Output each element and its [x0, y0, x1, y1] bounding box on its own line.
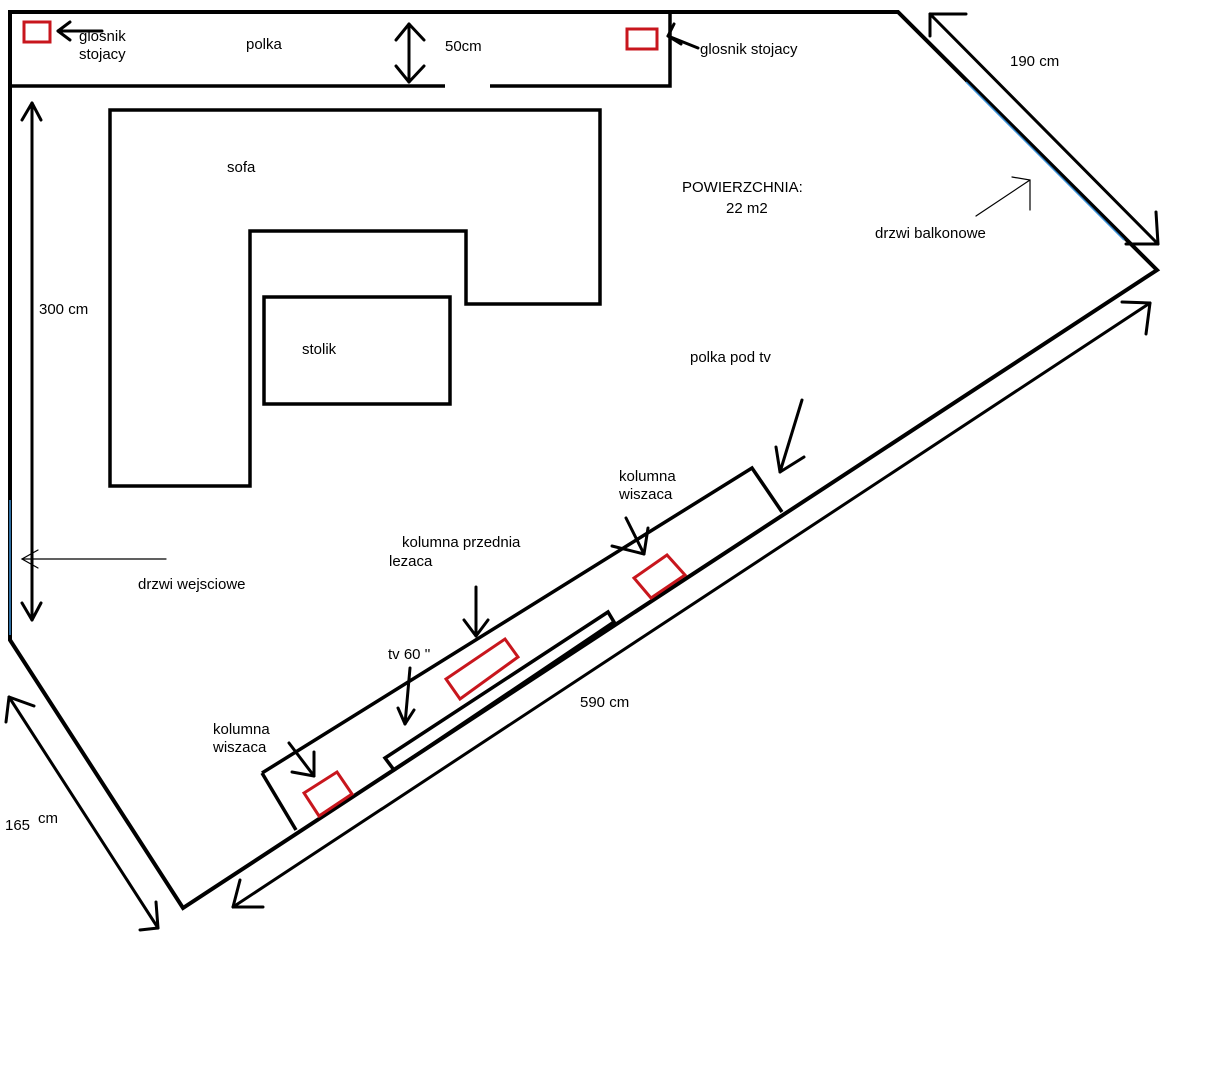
- pointer-hanging-column-left: [287, 741, 316, 778]
- tv-outline: [382, 609, 617, 773]
- pointer-speaker-right: [666, 22, 700, 50]
- speaker-hanging-left: [301, 769, 355, 819]
- pointer-entrance-door: [20, 549, 167, 569]
- label-left-wall: 300 cm: [39, 301, 88, 318]
- dimension-50cm-arrow: [394, 22, 426, 84]
- speaker-hanging-right: [631, 553, 688, 600]
- label-speaker-right: glosnik stojacy: [700, 41, 798, 58]
- label-tv-shelf: polka pod tv: [690, 349, 771, 366]
- coffee-table: [262, 295, 452, 406]
- label-short-wall-number: 165: [5, 817, 30, 834]
- pointer-hanging-column-right: [610, 516, 650, 556]
- dimension-590cm-arrow: [231, 300, 1152, 909]
- label-hanging-column-left-1: kolumna: [213, 721, 270, 738]
- label-coffee-table: stolik: [302, 341, 337, 358]
- speaker-left: [22, 20, 52, 44]
- room-walls: [8, 10, 1161, 911]
- pointer-tv-shelf: [774, 398, 806, 474]
- label-sofa: sofa: [227, 159, 256, 176]
- sofa-outline: [108, 108, 602, 488]
- pointer-speaker-left: [56, 20, 104, 42]
- label-hanging-column-left-2: wiszaca: [212, 739, 267, 756]
- label-hanging-column-right-2: wiszaca: [618, 486, 673, 503]
- speaker-front-lying: [443, 636, 521, 702]
- dimension-300cm-arrow: [20, 101, 43, 622]
- label-area-value: 22 m2: [726, 200, 768, 217]
- shelf-outline: [10, 10, 672, 88]
- label-long-wall: 590 cm: [580, 694, 629, 711]
- label-balcony-width: 190 cm: [1010, 53, 1059, 70]
- label-tv: tv 60 '': [388, 646, 431, 663]
- speaker-right: [625, 27, 659, 51]
- pointer-front-column: [462, 585, 490, 638]
- label-front-column-1: kolumna przednia: [402, 534, 521, 551]
- tv-shelf-outline: [260, 465, 784, 831]
- label-speaker-left-line2: stojacy: [79, 46, 126, 63]
- label-area-title: POWIERZCHNIA:: [682, 179, 803, 196]
- label-hanging-column-right-1: kolumna: [619, 468, 676, 485]
- pointer-tv: [396, 666, 416, 726]
- label-shelf-depth: 50cm: [445, 38, 482, 55]
- label-speaker-left-line1: glosnik: [79, 28, 126, 45]
- balcony-door-marker: [965, 81, 1125, 241]
- dimension-190cm-arrow: [928, 12, 1160, 246]
- label-shelf: polka: [246, 36, 283, 53]
- dimension-165cm-arrow: [4, 695, 160, 932]
- pointer-balcony-door: [975, 176, 1031, 217]
- label-entrance-door: drzwi wejsciowe: [138, 576, 246, 593]
- label-balcony-door: drzwi balkonowe: [875, 225, 986, 242]
- label-short-wall-unit: cm: [38, 810, 58, 827]
- label-front-column-2: lezaca: [389, 553, 433, 570]
